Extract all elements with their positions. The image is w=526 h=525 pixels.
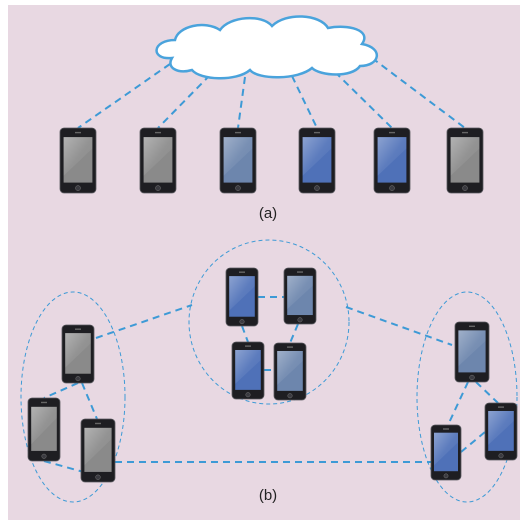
screen-glare [458, 330, 486, 367]
phone-b [80, 418, 116, 483]
cluster-left [27, 324, 116, 483]
cloud-link [371, 57, 466, 129]
phone-speaker [287, 346, 293, 348]
phone-b [484, 402, 518, 461]
cloud-icon [155, 15, 378, 80]
screen-glare [65, 333, 91, 368]
caption-a: (a) [259, 205, 277, 222]
screen-glare [143, 137, 173, 176]
panel-b: (b) [20, 239, 518, 504]
phone-b [61, 324, 95, 384]
inter-cluster-link [95, 304, 193, 339]
screen-glare [63, 137, 93, 176]
phones-b [27, 267, 518, 483]
home-button [443, 473, 449, 479]
screen-glare [31, 406, 57, 445]
phone-speaker [462, 131, 468, 134]
phone-speaker [245, 345, 251, 347]
cluster-links [43, 296, 499, 477]
phone-speaker [41, 401, 47, 404]
cloud-link [237, 76, 246, 129]
phone-speaker [75, 328, 81, 330]
cluster-left-outline [20, 291, 126, 503]
home-button [239, 319, 245, 325]
phone-speaker [239, 271, 245, 273]
cluster-right-outline [416, 291, 518, 503]
screen-glare [377, 137, 407, 176]
cluster-link [447, 381, 469, 426]
screen-glare [229, 276, 255, 311]
screen-glare [277, 350, 303, 385]
phone-speaker [498, 406, 504, 408]
screen-glare [84, 427, 112, 466]
phone-speaker [314, 131, 320, 134]
inter-cluster-link [345, 306, 453, 346]
cloud-link [77, 63, 171, 129]
phone-a-6 [446, 127, 484, 194]
cluster-link [475, 381, 499, 404]
cloud-link [291, 75, 318, 129]
screen-glare [488, 410, 514, 445]
screen-glare [434, 432, 458, 466]
phone-a-1 [59, 127, 97, 194]
home-button [245, 392, 251, 398]
phone-speaker [95, 422, 101, 425]
home-button [287, 393, 293, 399]
phone-a-2 [139, 127, 177, 194]
cluster-link [43, 460, 99, 477]
phone-speaker [443, 428, 449, 430]
cloud-link [334, 71, 393, 129]
caption-b: (b) [259, 487, 277, 504]
phone-a-5 [373, 127, 411, 194]
home-button [498, 453, 504, 459]
screen-glare [302, 137, 332, 176]
cluster-center-outline [188, 239, 350, 405]
phone-b [454, 321, 490, 383]
cluster-center [225, 267, 317, 401]
cluster-link [460, 431, 486, 453]
cluster-link [289, 323, 299, 344]
home-button [95, 474, 101, 480]
phone-b [283, 267, 317, 325]
phone-speaker [235, 131, 241, 134]
screen-glare [450, 137, 480, 176]
panel-a: (a) [59, 15, 484, 222]
phone-a-4 [298, 127, 336, 194]
home-button [389, 185, 395, 191]
cluster-link [241, 325, 249, 343]
home-button [75, 376, 81, 382]
cluster-link [81, 382, 98, 420]
home-button [155, 185, 161, 191]
phone-a-3 [219, 127, 257, 194]
phone-b [225, 267, 259, 327]
home-button [41, 453, 47, 459]
phone-speaker [389, 131, 395, 134]
phone-speaker [75, 131, 81, 134]
screen-glare [287, 275, 313, 310]
phone-speaker [469, 325, 475, 327]
phone-b [27, 397, 61, 462]
phone-b [231, 341, 265, 400]
phone-b [273, 342, 307, 401]
cluster-link [43, 382, 79, 399]
phone-b [430, 424, 462, 481]
screen-glare [223, 137, 253, 176]
cluster-right [430, 321, 518, 481]
cloud-links [77, 57, 466, 129]
cluster-outlines [20, 239, 518, 503]
home-button [235, 185, 241, 191]
phone-speaker [155, 131, 161, 134]
home-button [462, 185, 468, 191]
home-button [469, 374, 475, 381]
cloud-link [157, 74, 211, 129]
home-button [75, 185, 81, 191]
home-button [314, 185, 320, 191]
phone-speaker [297, 271, 303, 273]
home-button [297, 317, 303, 323]
phones-a [59, 127, 484, 194]
screen-glare [235, 349, 261, 384]
